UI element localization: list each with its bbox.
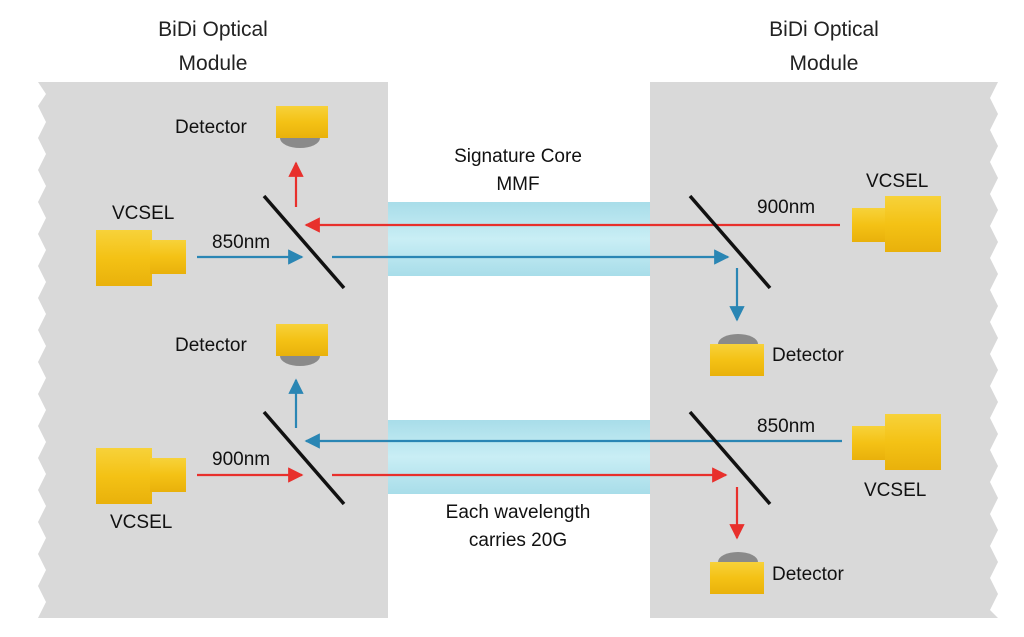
mirror-left-bottom [262, 410, 346, 506]
fiber-top [388, 202, 650, 276]
vcsel-right-bottom [852, 414, 941, 470]
vcsel-right-top [852, 196, 941, 252]
wavelength-label-900-left: 900nm [212, 449, 270, 470]
mirror-right-bottom [688, 410, 772, 506]
vcsel-label-left-top: VCSEL [112, 203, 174, 224]
detector-label-right-bottom: Detector [772, 564, 844, 585]
detector-label-left-bottom: Detector [175, 335, 247, 356]
detector-body [710, 562, 764, 594]
detector-right-bottom [710, 552, 764, 594]
vcsel-left-bottom [96, 448, 186, 504]
wavelength-label-900-right: 900nm [757, 197, 815, 218]
left-module-title-line2: Module [179, 52, 248, 75]
fiber-bottom [388, 420, 650, 494]
detector-label-left-top: Detector [175, 117, 247, 138]
vcsel-label-right-bottom: VCSEL [864, 480, 926, 501]
detector-label-right-top: Detector [772, 345, 844, 366]
detector-lens [280, 138, 320, 148]
detector-body [276, 106, 328, 138]
fiber-caption-line2: carries 20G [469, 530, 567, 551]
detector-right-top [710, 334, 764, 376]
vcsel-label-right-top: VCSEL [866, 171, 928, 192]
fiber-label-line1: Signature Core [454, 146, 582, 167]
fiber-label-line2: MMF [496, 174, 539, 195]
vcsel-left-top [96, 230, 186, 286]
detector-left-top [276, 106, 328, 148]
vcsel-label-left-bottom: VCSEL [110, 512, 172, 533]
right-module-title-line1: BiDi Optical [769, 18, 879, 41]
detector-lens [718, 552, 758, 562]
wavelength-label-850-right: 850nm [757, 416, 815, 437]
detector-body [276, 324, 328, 356]
mirror-right-top [688, 194, 772, 290]
detector-body [710, 344, 764, 376]
detector-lens [280, 356, 320, 366]
left-module-title-line1: BiDi Optical [158, 18, 268, 41]
mirror-left-top [262, 194, 346, 290]
wavelength-label-850-left: 850nm [212, 232, 270, 253]
right-module-title-line2: Module [790, 52, 859, 75]
detector-left-bottom [276, 324, 328, 366]
fiber-caption-line1: Each wavelength [446, 502, 591, 523]
detector-lens [718, 334, 758, 344]
